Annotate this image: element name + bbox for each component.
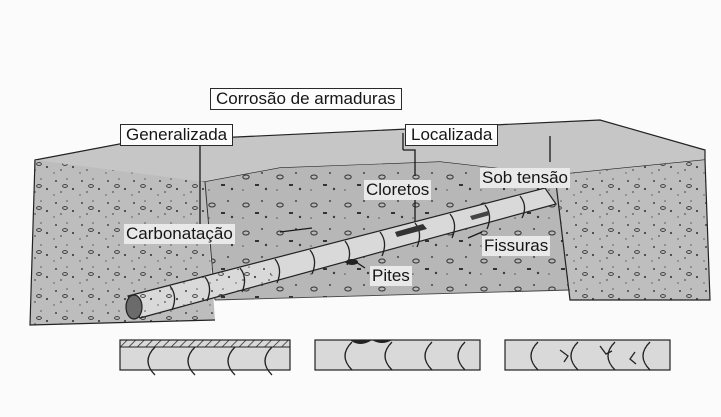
fissuras-label: Fissuras [482,236,550,256]
sob-tensao-label: Sob tensão [480,168,570,188]
concrete-block [30,120,710,325]
pites-label: Pites [370,266,412,286]
rebar-end-cut [126,295,142,319]
cloretos-label: Cloretos [364,180,431,200]
generalizada-label: Generalizada [120,124,233,146]
rebar-sketch-cracks [505,340,670,370]
carbonatacao-label: Carbonatação [124,224,235,244]
concrete-right-texture [555,160,710,300]
rebar-sketch-generalized [120,340,290,375]
rebar-sketch-chlorides [315,340,480,370]
localizada-label: Localizada [405,124,498,146]
title-label: Corrosão de armaduras [210,88,402,110]
